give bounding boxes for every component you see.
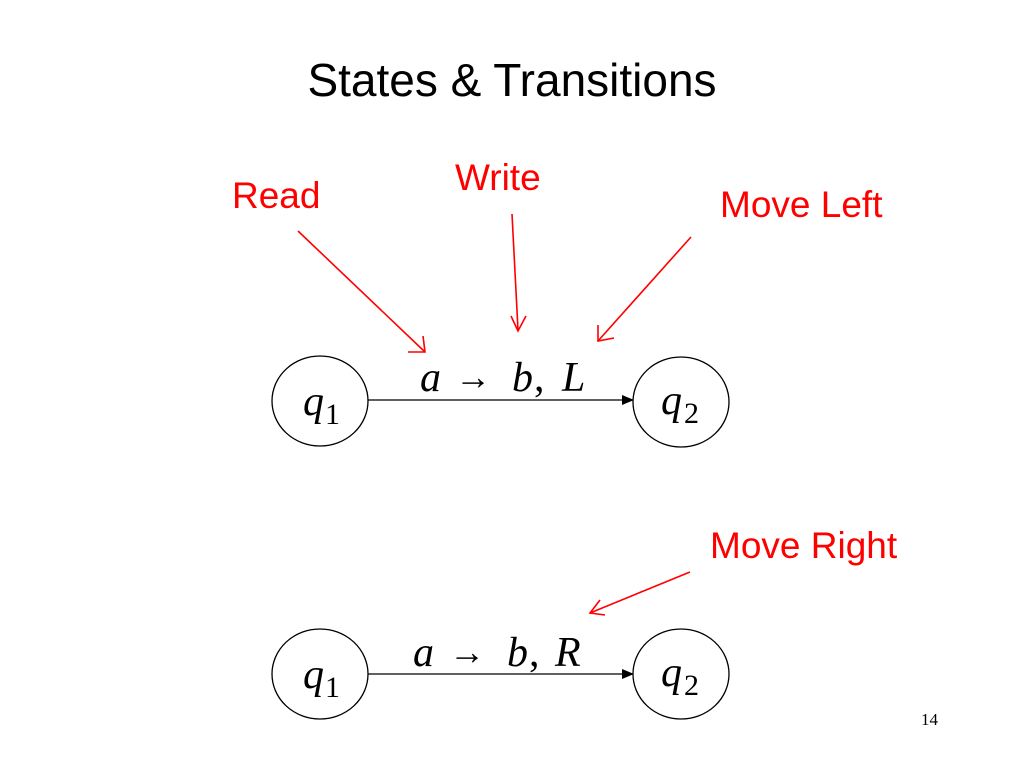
- move-left-pointer-arrow: [597, 236, 692, 342]
- write-symbol: b: [512, 355, 533, 401]
- transition-label: a → b , L: [420, 355, 585, 401]
- state-q1-index: 1: [325, 671, 340, 704]
- write-symbol: b: [507, 630, 528, 676]
- state-q2-node: [632, 356, 730, 448]
- slide-title: States & Transitions: [307, 54, 717, 106]
- annotation-move-right: Move Right: [710, 525, 898, 566]
- state-q1-index: 1: [325, 398, 340, 431]
- state-q2-symbol: q: [661, 378, 682, 424]
- pointer-arrows: [297, 213, 692, 616]
- state-q1-symbol: q: [303, 379, 324, 425]
- transition-2: q 1 q 2 a → b , R: [271, 628, 730, 720]
- annotation-write: Write: [455, 157, 541, 198]
- state-q2-node: [632, 628, 730, 720]
- page-number: 14: [921, 710, 938, 729]
- state-q2-index: 2: [684, 397, 699, 430]
- move-symbol: R: [554, 630, 581, 676]
- move-symbol: L: [561, 355, 585, 401]
- state-q1-symbol: q: [303, 652, 324, 698]
- state-q2-index: 2: [684, 669, 699, 702]
- transition-label: a → b , R: [413, 630, 581, 676]
- separator-symbol: ,: [529, 630, 540, 676]
- state-q2-symbol: q: [661, 650, 682, 696]
- separator-symbol: ,: [534, 355, 545, 401]
- transition-1: q 1 q 2 a → b , L: [271, 355, 730, 448]
- annotation-move-left: Move Left: [720, 184, 883, 225]
- annotation-read: Read: [232, 175, 321, 216]
- move-right-pointer-arrow: [588, 571, 691, 616]
- arrow-symbol: →: [455, 357, 491, 397]
- arrow-symbol: →: [449, 632, 485, 672]
- read-symbol: a: [420, 355, 441, 401]
- read-pointer-arrow: [297, 230, 426, 353]
- read-symbol: a: [413, 630, 434, 676]
- state-q1-node: [271, 355, 369, 447]
- write-pointer-arrow: [510, 213, 527, 333]
